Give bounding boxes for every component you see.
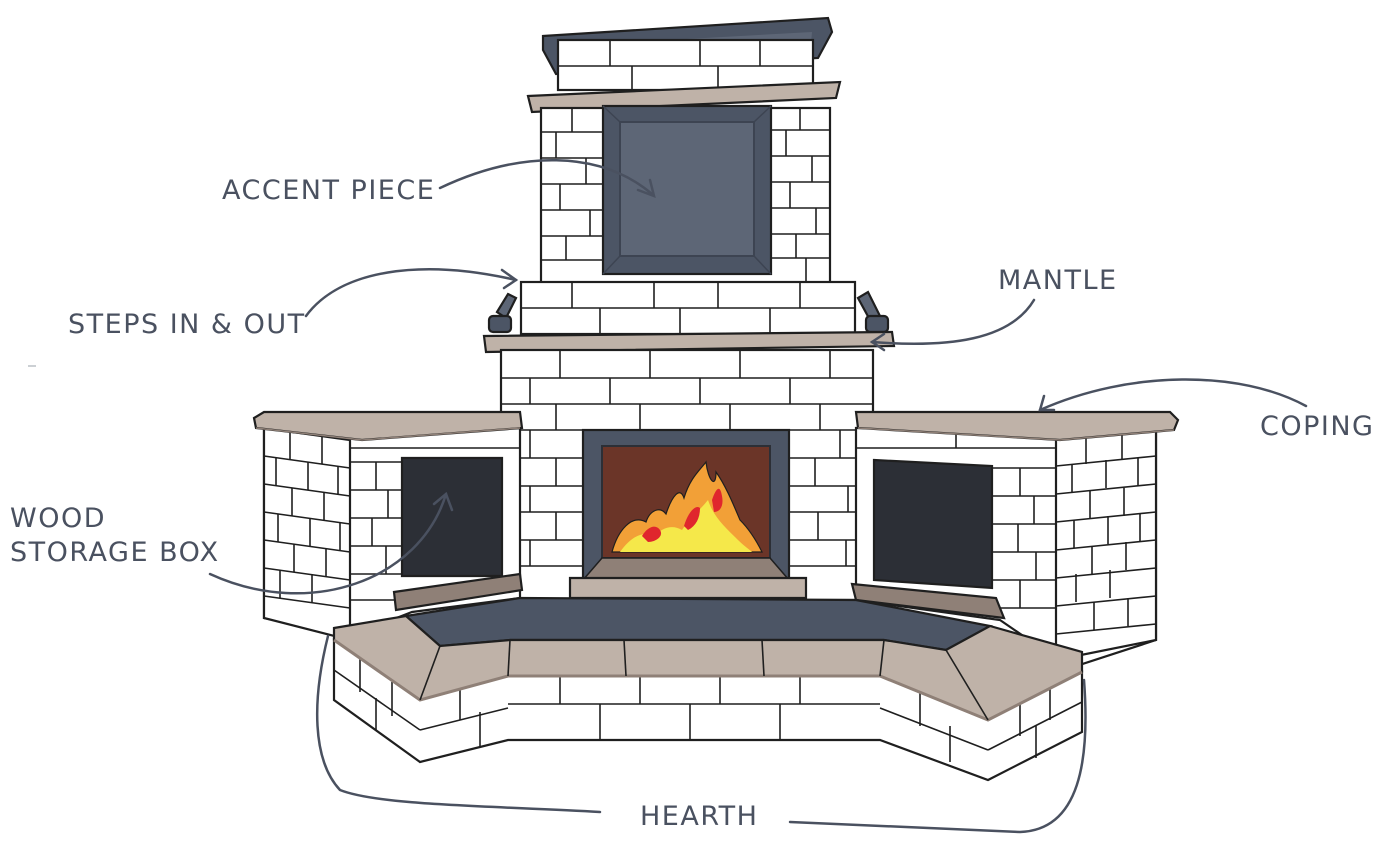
accent-piece xyxy=(601,104,773,276)
right-lamp xyxy=(856,290,890,334)
label-hearth: HEARTH xyxy=(640,801,759,832)
left-wood-storage-opening xyxy=(400,456,504,578)
callout-accent-piece xyxy=(438,159,656,199)
steps-in-band xyxy=(519,280,857,336)
right-wing xyxy=(850,426,1158,670)
label-accent-piece: ACCENT PIECE xyxy=(222,175,436,206)
callout-steps-in-out xyxy=(304,268,519,318)
label-wood-storage-line1: WOOD xyxy=(10,503,106,534)
mantle xyxy=(482,330,896,354)
callout-hearth-bracket xyxy=(316,634,1087,834)
label-wood-storage-line2: STORAGE BOX xyxy=(10,537,220,568)
callout-wood-storage-box xyxy=(208,491,454,595)
fire-flames xyxy=(611,460,763,553)
left-wing xyxy=(262,426,524,642)
label-mantle: MANTLE xyxy=(998,265,1118,296)
label-coping: COPING xyxy=(1260,411,1375,442)
firebox-sill xyxy=(568,576,808,600)
left-coping xyxy=(252,410,524,442)
left-lamp xyxy=(487,292,518,334)
right-coping xyxy=(854,410,1180,442)
callout-coping xyxy=(1038,378,1308,412)
callout-mantle xyxy=(869,298,1036,352)
hearth-cap xyxy=(332,614,1084,722)
chimney-top-bricks xyxy=(556,38,815,92)
right-wood-storage-opening xyxy=(872,458,994,590)
upper-ledge xyxy=(526,80,842,114)
label-steps-in-out: STEPS IN & OUT xyxy=(68,309,306,340)
